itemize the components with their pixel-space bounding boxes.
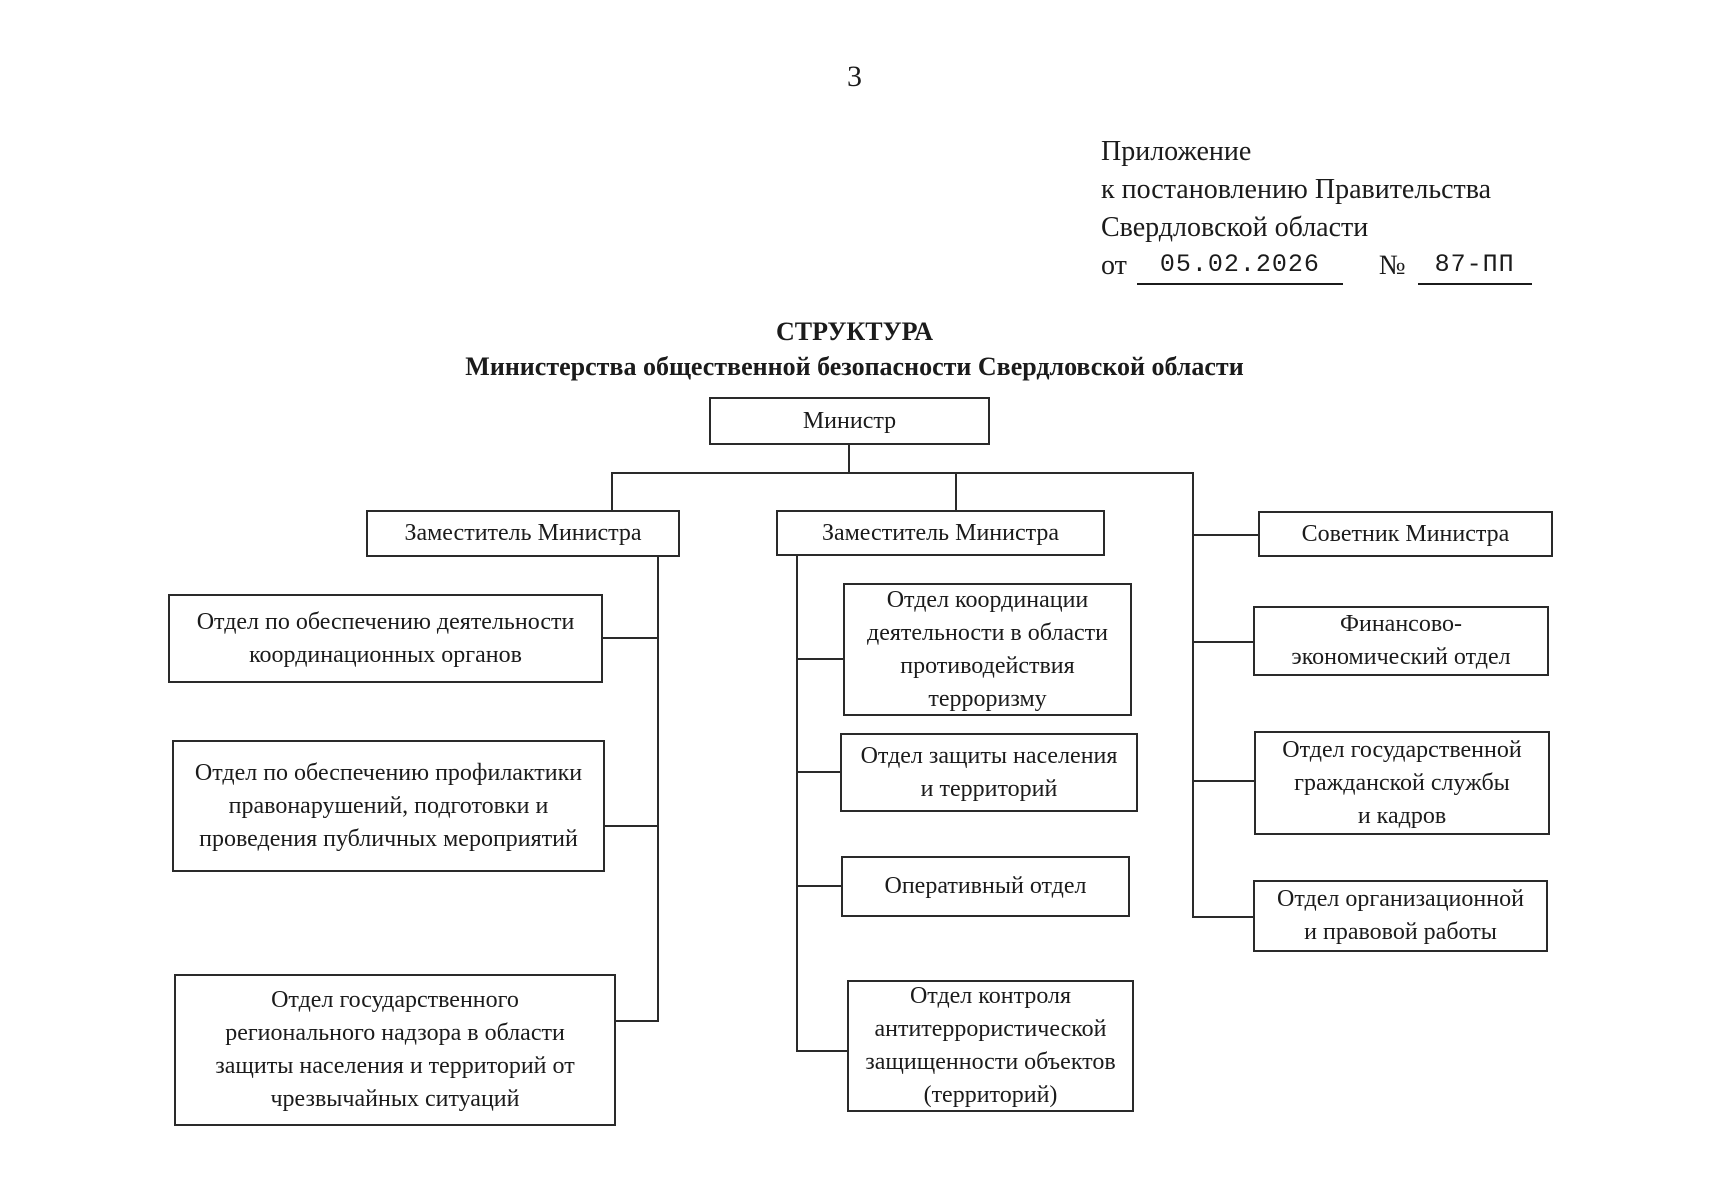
appendix-line-3: Свердловской области xyxy=(1101,212,1369,243)
node-organizational-legal-dept: Отдел организационной и правовой работы xyxy=(1253,880,1548,952)
node-dept-regional-supervision: Отдел государственного регионального над… xyxy=(174,974,616,1126)
connector-stub-left1 xyxy=(603,637,657,639)
page-number: 3 xyxy=(847,60,862,93)
date-prefix-label: от xyxy=(1101,250,1127,281)
document-title: СТРУКТУРА Министерства общественной безо… xyxy=(0,314,1709,384)
node-dept-population-protection: Отдел защиты населения и территорий xyxy=(840,733,1138,812)
connector-left-spine xyxy=(657,557,659,1022)
title-line-1: СТРУКТУРА xyxy=(775,317,934,346)
document-number: 87-ПП xyxy=(1417,247,1532,285)
node-deputy-minister-middle: Заместитель Министра xyxy=(776,510,1105,556)
appendix-line-2: к постановлению Правительства xyxy=(1101,174,1492,205)
connector-drop-deputy-left xyxy=(611,472,613,512)
appendix-line-1: Приложение xyxy=(1101,136,1252,167)
node-dept-counterterrorism-coordination: Отдел координации деятельности в области… xyxy=(843,583,1132,716)
connector-drop-deputy-middle xyxy=(955,472,957,512)
node-operational-dept: Оперативный отдел xyxy=(841,856,1130,917)
connector-stub-financial xyxy=(1194,641,1253,643)
connector-stub-left2 xyxy=(605,825,657,827)
title-line-2: Министерства общественной безопасности С… xyxy=(465,352,1244,381)
appendix-date-line: от 05.02.2026 № 87-ПП xyxy=(1101,247,1532,285)
node-minister-advisor: Советник Министра xyxy=(1258,511,1553,557)
node-deputy-minister-left: Заместитель Министра xyxy=(366,510,680,557)
connector-stub-organizational xyxy=(1192,916,1253,918)
node-civil-service-personnel-dept: Отдел государственной гражданской службы… xyxy=(1254,731,1550,835)
appendix-block: Приложение к постановлению Правительства… xyxy=(1101,133,1532,285)
node-dept-coordination-bodies: Отдел по обеспечению деятельности коорди… xyxy=(168,594,603,683)
connector-stub-civil-service xyxy=(1194,780,1254,782)
connector-stub-mid4 xyxy=(798,1050,847,1052)
connector-main-horizontal xyxy=(611,472,1194,474)
node-dept-antiterror-security-control: Отдел контроля антитеррористической защи… xyxy=(847,980,1134,1112)
node-dept-offense-prevention: Отдел по обеспечению профилактики правон… xyxy=(172,740,605,872)
document-date: 05.02.2026 xyxy=(1136,247,1343,285)
connector-right-spine xyxy=(1192,472,1194,918)
number-sign: № xyxy=(1378,250,1406,281)
connector-stub-mid2 xyxy=(798,771,840,773)
node-minister: Министр xyxy=(709,397,990,445)
connector-stub-mid3 xyxy=(798,885,841,887)
connector-minister-drop xyxy=(848,445,850,472)
connector-stub-left3 xyxy=(616,1020,659,1022)
connector-stub-advisor xyxy=(1194,534,1258,536)
connector-middle-spine xyxy=(796,556,798,1052)
connector-stub-mid1 xyxy=(798,658,843,660)
node-financial-economic-dept: Финансово- экономический отдел xyxy=(1253,606,1549,676)
